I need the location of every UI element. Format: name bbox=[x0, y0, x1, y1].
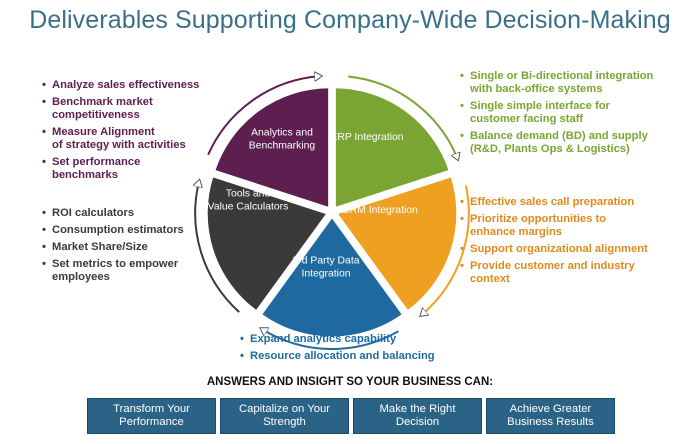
list-item: Support organizational alignment bbox=[460, 243, 700, 256]
segment-crm bbox=[333, 173, 460, 315]
list-item: Expand analytics capability bbox=[240, 333, 480, 346]
list-item: Effective sales call preparation bbox=[460, 196, 700, 209]
crm-benefits-list: Effective sales call preparationPrioriti… bbox=[460, 196, 700, 290]
list-item: Resource allocation and balancing bbox=[240, 350, 480, 363]
list-item: Market Share/Size bbox=[42, 241, 222, 254]
list-item: Analyze sales effectiveness bbox=[42, 79, 222, 92]
list-item: Consumption estimators bbox=[42, 224, 222, 237]
list-item: Single or Bi-directional integrationwith… bbox=[460, 70, 700, 96]
list-item: ROI calculators bbox=[42, 207, 222, 220]
page-title: Deliverables Supporting Company-Wide Dec… bbox=[29, 6, 671, 34]
tools-benefits-list: ROI calculatorsConsumption estimatorsMar… bbox=[42, 207, 222, 288]
list-item: Balance demand (BD) and supply(R&D, Plan… bbox=[460, 130, 700, 156]
cycle-arrow-erp bbox=[348, 75, 457, 158]
segment-erp bbox=[332, 85, 453, 211]
thirdparty-benefits-list: Expand analytics capabilityResource allo… bbox=[240, 333, 480, 367]
erp-benefits-list: Single or Bi-directional integrationwith… bbox=[460, 70, 700, 160]
analytics-benefits-list: Analyze sales effectivenessBenchmark mar… bbox=[42, 79, 222, 186]
answers-heading: ANSWERS AND INSIGHT SO YOUR BUSINESS CAN… bbox=[206, 376, 494, 388]
segment-label-erp: ERP Integration bbox=[330, 132, 403, 143]
segment-label-crm: CRM Integration bbox=[342, 205, 418, 216]
